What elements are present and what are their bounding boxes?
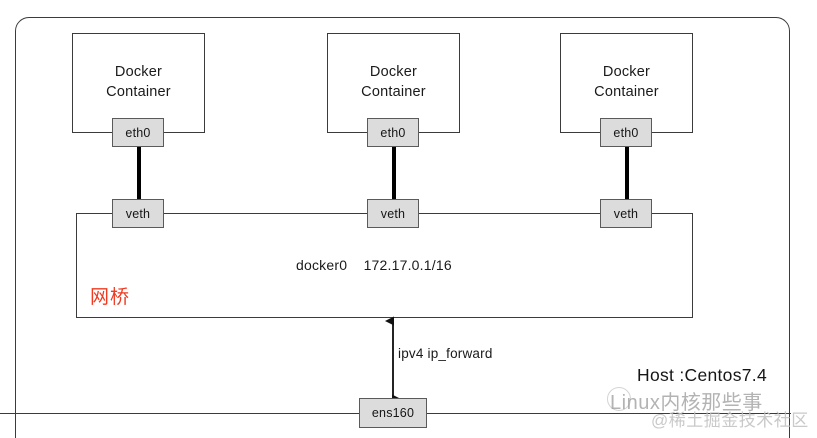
bridge-info-label: docker0 172.17.0.1/16 (296, 257, 452, 273)
veth-link-3 (625, 140, 629, 204)
veth-interface-3: veth (600, 199, 652, 228)
ens160-label: ens160 (371, 406, 415, 420)
ip-forward-label: ipv4 ip_forward (398, 346, 493, 361)
docker-container-label-2: Docker Container (361, 64, 426, 100)
veth-link-2 (392, 140, 396, 204)
docker-container-box-3: Docker Container (560, 33, 693, 133)
eth0-label-2: eth0 (380, 125, 406, 140)
ip-forward-arrow-icon (385, 316, 401, 404)
veth-label-2: veth (380, 206, 406, 221)
watermark-logo-icon (607, 387, 631, 411)
eth0-label-3: eth0 (613, 125, 639, 140)
docker-container-box-1: Docker Container (72, 33, 205, 133)
host-os-label: Host :Centos7.4 (637, 365, 767, 385)
veth-interface-2: veth (367, 199, 419, 228)
host-boundary-box (15, 17, 790, 438)
ens160-interface: ens160 (359, 398, 427, 428)
eth0-label-1: eth0 (125, 125, 151, 140)
docker-container-label-1: Docker Container (106, 64, 171, 100)
eth0-interface-2: eth0 (367, 118, 419, 147)
veth-interface-1: veth (112, 199, 164, 228)
veth-label-1: veth (125, 206, 151, 221)
bridge-title-label: 网桥 (90, 287, 131, 308)
veth-label-3: veth (613, 206, 639, 221)
eth0-interface-1: eth0 (112, 118, 164, 147)
veth-link-1 (137, 140, 141, 204)
docker-container-label-3: Docker Container (594, 64, 659, 100)
eth0-interface-3: eth0 (600, 118, 652, 147)
